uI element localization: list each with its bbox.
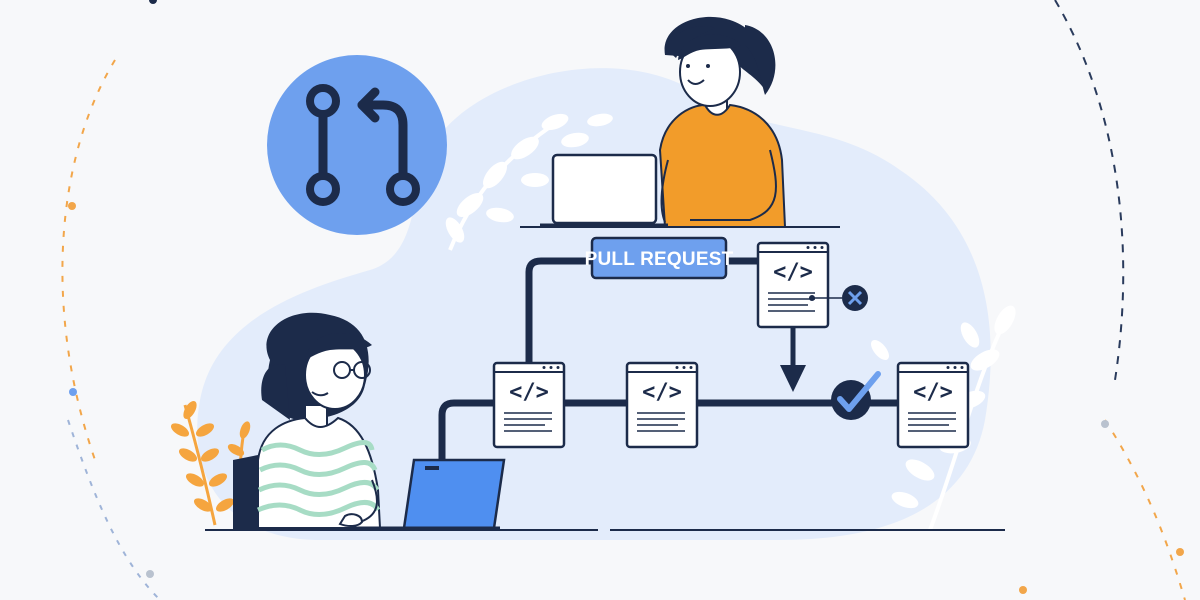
laptop-top: [540, 153, 668, 227]
decorative-arc-left-2: [67, 419, 161, 600]
code-card-review: </>: [756, 241, 830, 329]
code-card-merged: </>: [896, 361, 970, 449]
decorative-arc-left: [61, 59, 116, 461]
code-symbol: </>: [773, 260, 813, 285]
arrow-down-icon: [780, 327, 806, 392]
code-card-branch: </>: [492, 361, 566, 449]
decorative-arc-right-2: [1104, 419, 1186, 600]
approve-check-icon: [831, 371, 881, 420]
decor-dot: [1101, 420, 1109, 428]
developer-top: [658, 16, 787, 228]
reject-x-icon: [809, 285, 868, 311]
code-symbol: </>: [509, 380, 549, 405]
chair: [233, 455, 258, 530]
decor-dot: [1176, 548, 1184, 556]
leaf-branch-white-top: [445, 113, 613, 251]
decor-dot: [68, 202, 76, 210]
code-card-commit: </>: [625, 361, 699, 449]
pull-request-label: PULL REQUEST: [585, 249, 734, 270]
code-symbol: </>: [913, 380, 953, 405]
background-blob: [197, 68, 991, 540]
code-symbol: </>: [642, 380, 682, 405]
decorative-arc-right: [1054, 0, 1125, 381]
decor-dot: [1019, 586, 1027, 594]
decor-dot: [149, 0, 157, 4]
decor-dot: [146, 570, 154, 578]
laptop-bottom: [350, 458, 506, 530]
developer-bottom: [256, 312, 382, 529]
git-pull-request-icon: [267, 55, 447, 235]
pull-request-badge: PULL REQUEST: [585, 236, 734, 280]
decor-dot: [69, 388, 77, 396]
